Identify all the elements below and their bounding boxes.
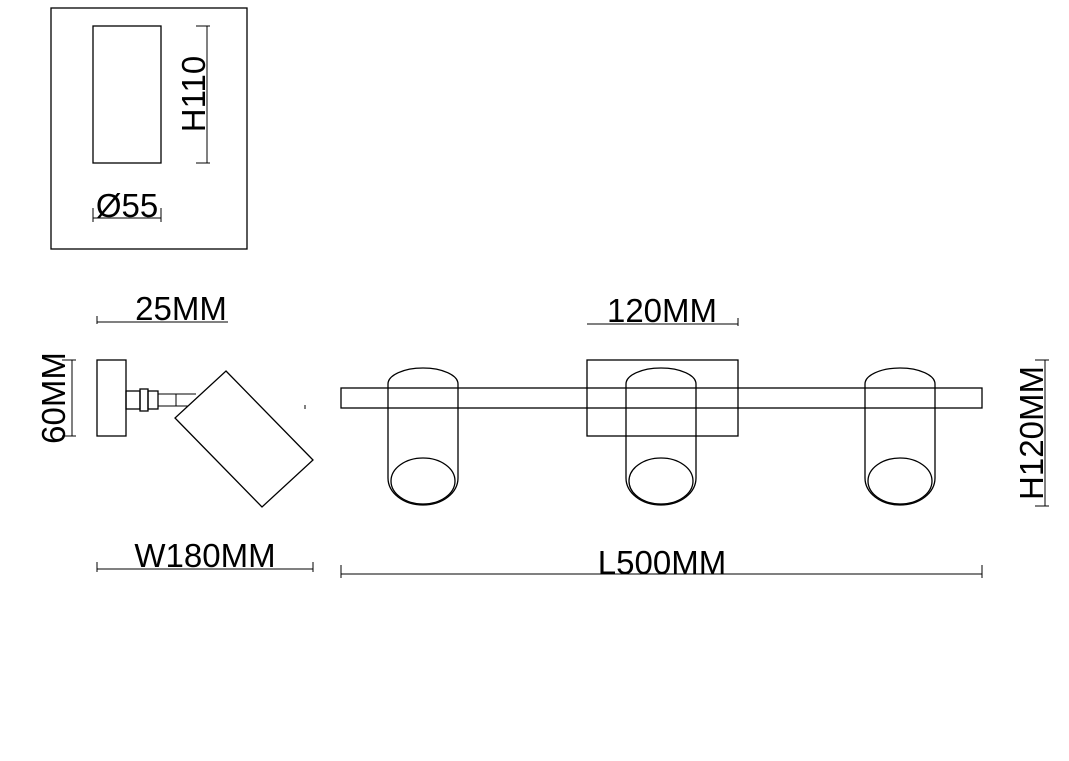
plate-width-label: 120MM	[607, 292, 717, 329]
side-height-label: 60MM	[35, 352, 72, 444]
front-spot-center	[625, 367, 697, 506]
head-height-label: H110	[175, 56, 212, 132]
front-spot-left	[387, 367, 459, 506]
head-height-dimension: H110	[175, 25, 212, 164]
side-view: 25MM 60MM W180MM	[35, 290, 314, 574]
side-height-dimension: 60MM	[35, 352, 76, 444]
side-spot-head	[174, 370, 314, 508]
front-spot-right	[864, 367, 936, 506]
front-height-label: H120MM	[1013, 366, 1050, 500]
front-length-label: L500MM	[598, 544, 726, 581]
detail-frame	[50, 7, 248, 250]
swivel-arm	[125, 388, 196, 412]
depth-dimension: 25MM	[96, 290, 228, 327]
front-view: 120MM H120MM	[340, 292, 1050, 581]
side-width-dimension: W180MM	[96, 537, 314, 574]
depth-label: 25MM	[135, 290, 227, 327]
plate-width-dimension: 120MM	[587, 292, 739, 329]
front-height-dimension: H120MM	[1013, 359, 1050, 507]
head-diameter-dimension: Ø55	[92, 187, 162, 224]
spot-head-detail: H110 Ø55	[50, 7, 248, 250]
head-diameter-label: Ø55	[96, 187, 158, 224]
front-length-dimension: L500MM	[340, 544, 983, 581]
front-mounting-plate	[586, 359, 739, 437]
side-width-label: W180MM	[134, 537, 275, 574]
front-rail-bar	[340, 387, 983, 409]
side-wall-plate	[96, 359, 127, 437]
spot-head-outline	[92, 25, 162, 164]
